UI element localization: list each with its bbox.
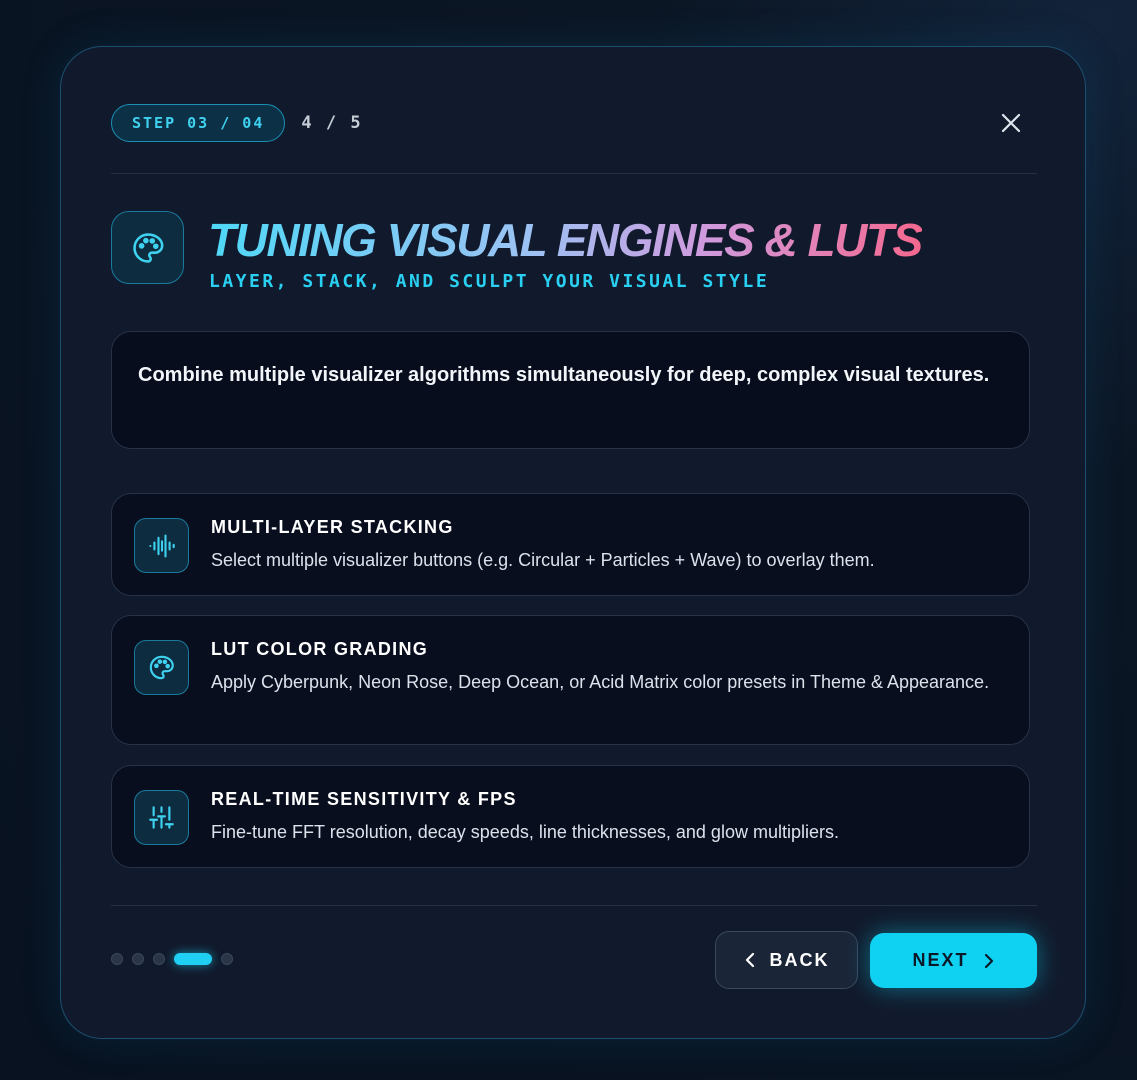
feature-card-lut: LUT COLOR GRADING Apply Cyberpunk, Neon … [111, 615, 1030, 745]
header-divider [111, 173, 1037, 174]
pagination-dot[interactable] [132, 953, 144, 965]
page-title: TUNING VISUAL ENGINES & LUTS [208, 214, 923, 266]
feature-title: REAL-TIME SENSITIVITY & FPS [211, 789, 517, 809]
feature-icon-tile [134, 790, 189, 845]
pagination-dot[interactable] [221, 953, 233, 965]
feature-title: MULTI-LAYER STACKING [211, 517, 454, 537]
footer-divider [111, 905, 1037, 906]
feature-title: LUT COLOR GRADING [211, 639, 429, 659]
description-text: Combine multiple visualizer algorithms s… [138, 364, 990, 386]
feature-desc: Apply Cyberpunk, Neon Rose, Deep Ocean, … [211, 672, 990, 692]
pagination-dot[interactable] [153, 953, 165, 965]
page-subtitle: LAYER, STACK, AND SCULPT YOUR VISUAL STY… [209, 271, 770, 292]
feature-desc: Fine-tune FFT resolution, decay speeds, … [211, 822, 839, 842]
pagination-dot[interactable] [111, 953, 123, 965]
close-icon [1001, 113, 1021, 133]
next-button[interactable]: NEXT [870, 933, 1037, 988]
feature-card-sensitivity: REAL-TIME SENSITIVITY & FPS Fine-tune FF… [111, 765, 1030, 868]
feature-icon-tile [134, 518, 189, 573]
modal-header: STEP 03 / 04 4 / 5 [111, 104, 363, 142]
onboarding-modal: STEP 03 / 04 4 / 5 TUNING VISUAL ENGINES… [60, 46, 1086, 1039]
pagination-dots [111, 953, 242, 965]
back-label: BACK [769, 949, 830, 970]
step-counter: 4 / 5 [301, 113, 363, 133]
palette-icon [132, 232, 163, 263]
next-label: NEXT [912, 950, 969, 970]
pagination-dot-active[interactable] [174, 953, 212, 965]
hero-icon-tile [111, 211, 184, 284]
feature-card-multi-layer: MULTI-LAYER STACKING Select multiple vis… [111, 493, 1030, 596]
back-button[interactable]: BACK [715, 931, 858, 989]
chevron-right-icon [983, 953, 995, 969]
step-badge: STEP 03 / 04 [111, 104, 286, 142]
description-box: Combine multiple visualizer algorithms s… [111, 331, 1030, 449]
chevron-left-icon [744, 952, 756, 968]
sliders-icon [149, 806, 174, 829]
feature-icon-tile [134, 640, 189, 695]
audio-waveform-icon [148, 533, 175, 558]
palette-icon [149, 655, 174, 680]
feature-desc: Select multiple visualizer buttons (e.g.… [211, 550, 875, 570]
close-button[interactable] [993, 105, 1029, 141]
